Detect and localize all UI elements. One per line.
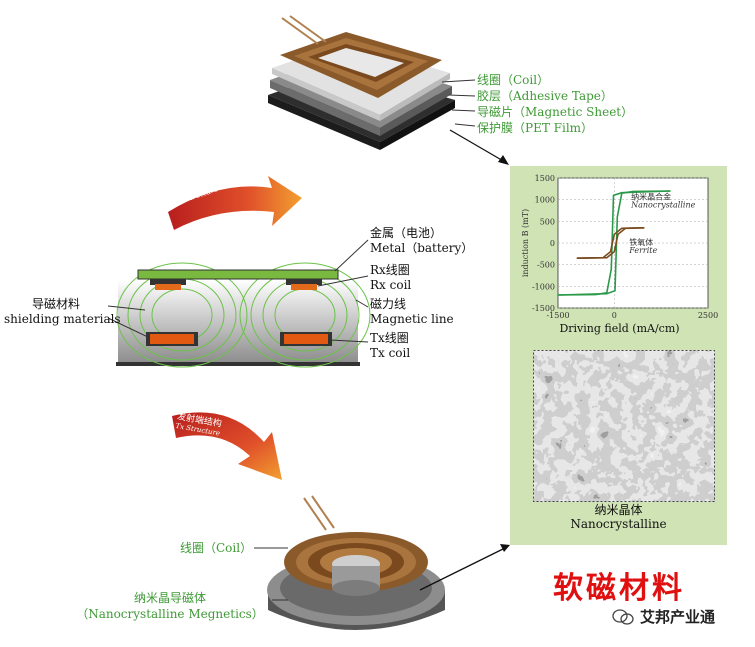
shielding-label: 导磁材料 shielding materials (4, 297, 121, 327)
shielding-en: shielding materials (4, 312, 121, 326)
y-tick-label: 500 (540, 217, 555, 226)
watermark: 艾邦产业通 (612, 606, 715, 627)
rx-sheet-label: 导磁片（Magnetic Sheet） (477, 105, 634, 119)
metal-label-en: Metal（battery） (370, 241, 474, 255)
tx-coil-cs-en: Tx coil (370, 346, 411, 360)
y-tick-label: -500 (537, 261, 555, 270)
shielding-cn: 导磁材料 (31, 297, 80, 311)
tx-coil-right (284, 334, 328, 344)
y-axis-label: induction B (mT) (521, 209, 530, 277)
series-0-lower-branch (557, 190, 671, 296)
shielding-base (118, 280, 358, 365)
nanocrystalline-micrograph (533, 350, 715, 502)
tx-coil-label: 线圈（Coil） (180, 541, 253, 555)
metal-label: 金属（电池） Metal（battery） (370, 226, 473, 256)
rx-film-label: 保护膜（PET Film） (477, 121, 594, 135)
tx-coil-cs-label: Tx线圈 Tx coil (370, 331, 410, 361)
rx-coil-right (291, 284, 317, 290)
chart-xlabel: Driving field (mA/cm) (559, 322, 680, 335)
magnetic-line-label: 磁力线 Magnetic line (370, 297, 454, 327)
rx-coil-cs-en: Rx coil (370, 278, 412, 292)
watermark-text: 艾邦产业通 (640, 608, 716, 626)
tx-coil-cs-cn: Tx线圈 (370, 331, 409, 345)
photo-caption-cn: 纳米晶体 (594, 503, 643, 517)
soft-magnetic-title: 软磁材料 (553, 571, 685, 606)
series-0-label-en: Nanocrystalline (630, 201, 695, 210)
magnetic-line-cn: 磁力线 (370, 297, 407, 311)
metal-label-cn: 金属（电池） (370, 226, 443, 240)
rx-adhesive-label: 胶层（Adhesive Tape） (477, 89, 613, 103)
magnetic-line-en: Magnetic line (370, 312, 454, 326)
photo-caption-en: Nanocrystalline (570, 517, 667, 531)
hysteresis-chart-svg: 1500 1000 500 0 -500 -1000 -1500-1500 0 2500 indu… (521, 174, 718, 320)
y-tick-label: 0 (550, 239, 555, 248)
rx-coil-label: 线圈（Coil） (477, 73, 550, 87)
x-tick-label: 0 (612, 311, 617, 320)
tx-nano-label: 纳米晶导磁体 （Nanocrystalline Megnetics） (70, 590, 270, 622)
wechat-icon (612, 608, 634, 625)
series-1-lower-branch (576, 227, 645, 259)
tx-structure-arrow (172, 412, 282, 480)
series-1-label-en: Ferrite (628, 246, 657, 255)
tx-nano-en: （Nanocrystalline Megnetics） (76, 607, 264, 621)
x-tick-label: 2500 (698, 311, 718, 320)
tx-coil-left (150, 334, 194, 344)
y-tick-label: 1000 (535, 196, 555, 205)
metal-battery-plate (137, 269, 339, 280)
photo-caption: 纳米晶体 Nanocrystalline (510, 503, 727, 531)
tx-nano-cn: 纳米晶导磁体 (133, 591, 206, 605)
y-tick-label: -1000 (532, 282, 555, 291)
hysteresis-chart: 1500 1000 500 0 -500 -1000 -1500-1500 0 2500 indu… (516, 170, 723, 340)
y-tick-label: -1500 (532, 304, 555, 313)
rx-coil-rings (280, 32, 442, 98)
x-tick-label: -1500 (546, 311, 569, 320)
y-tick-label: 1500 (535, 174, 555, 183)
rx-coil-cs-label: Rx线圈 Rx coil (370, 263, 411, 293)
rx-coil-left (155, 284, 181, 290)
series-0-label-cn: 纳米晶合金 (631, 192, 671, 202)
rx-coil-cs-cn: Rx线圈 (370, 263, 410, 277)
series-1-label-cn: 铁氧体 (629, 237, 653, 247)
rx-structure-arrow (168, 176, 302, 230)
